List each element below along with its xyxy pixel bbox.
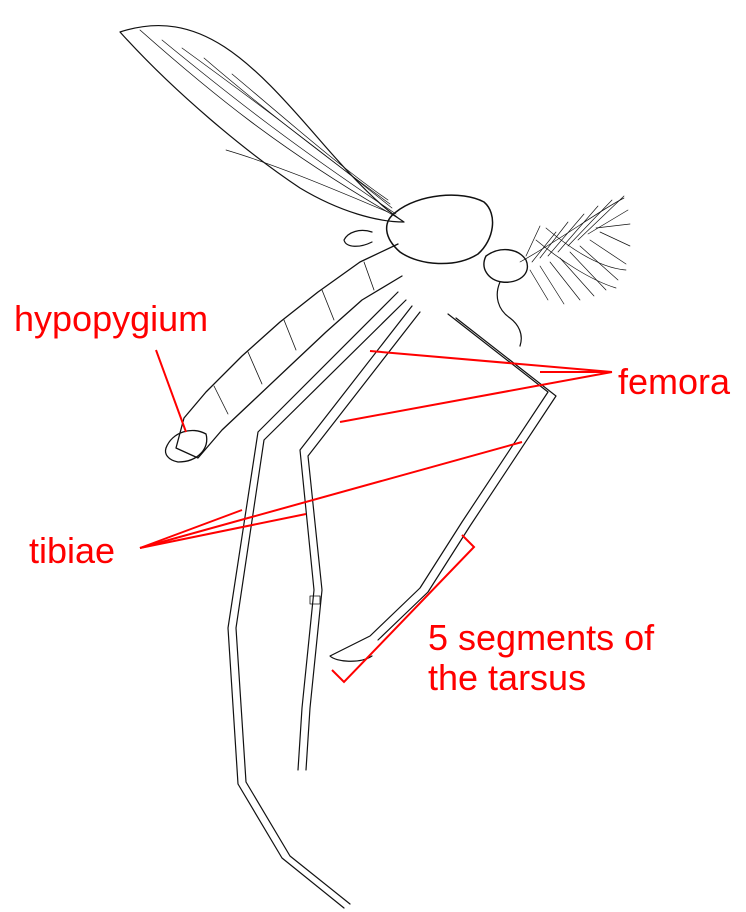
antenna-plume	[520, 196, 630, 304]
leg-middle	[298, 306, 420, 770]
palps	[497, 282, 521, 346]
femora-pointer-1	[370, 351, 612, 372]
head	[484, 250, 527, 283]
label-hypopygium: hypopygium	[14, 299, 208, 339]
label-tarsus-line-2: the tarsus	[428, 658, 654, 698]
wing	[120, 26, 404, 222]
leg-right	[330, 314, 556, 661]
label-tibiae: tibiae	[29, 531, 115, 571]
label-femora: femora	[618, 362, 730, 402]
insect-drawing	[120, 26, 630, 908]
label-tarsus-line-1: 5 segments of	[428, 618, 654, 658]
hypopygium-shape	[166, 430, 207, 462]
label-tarsus: 5 segments of the tarsus	[428, 618, 654, 699]
abdomen	[176, 244, 402, 458]
leg-left	[228, 292, 406, 908]
hypopygium-pointer	[156, 350, 186, 432]
tibiae-pointer-1	[140, 510, 242, 548]
thorax	[387, 195, 493, 263]
femora-pointer-2	[340, 372, 612, 422]
haltere	[344, 230, 372, 246]
tibiae-pointer-2	[140, 514, 306, 548]
